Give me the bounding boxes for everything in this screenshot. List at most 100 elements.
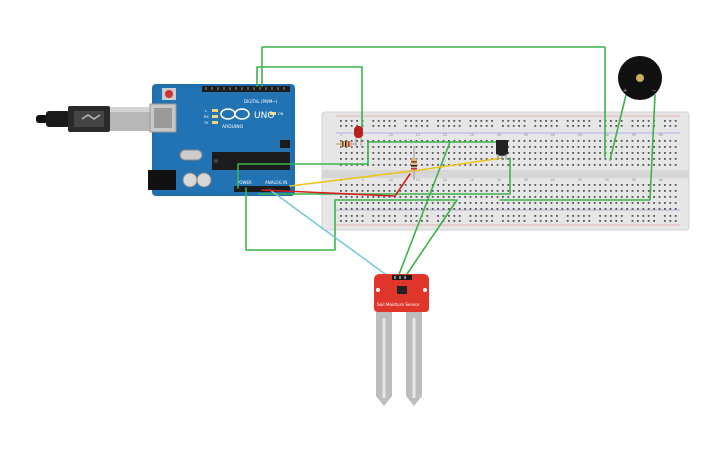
breadboard-hole[interactable] [577, 208, 580, 210]
breadboard-hole[interactable] [512, 190, 515, 192]
breadboard-hole[interactable] [642, 140, 645, 142]
breadboard-hole[interactable] [458, 120, 461, 122]
breadboard-hole[interactable] [593, 196, 596, 198]
breadboard-hole[interactable] [464, 184, 466, 186]
breadboard-hole[interactable] [361, 146, 364, 148]
breadboard-hole[interactable] [599, 164, 601, 166]
breadboard-hole[interactable] [583, 152, 585, 154]
breadboard-hole[interactable] [593, 164, 596, 166]
breadboard-hole[interactable] [593, 152, 596, 154]
breadboard-hole[interactable] [475, 184, 477, 186]
breadboard-hole[interactable] [480, 152, 483, 154]
breadboard-hole[interactable] [421, 125, 423, 127]
breadboard-hole[interactable] [502, 125, 504, 127]
breadboard-hole[interactable] [367, 190, 369, 192]
breadboard-hole[interactable] [507, 158, 510, 160]
breadboard-hole[interactable] [356, 190, 358, 192]
breadboard-hole[interactable] [523, 196, 526, 198]
breadboard-hole[interactable] [658, 190, 661, 192]
breadboard-hole[interactable] [550, 152, 553, 154]
breadboard-hole[interactable] [426, 158, 429, 160]
breadboard-hole[interactable] [507, 140, 510, 142]
breadboard-hole[interactable] [550, 146, 553, 148]
breadboard-hole[interactable] [437, 164, 439, 166]
breadboard-hole[interactable] [399, 164, 402, 166]
breadboard-hole[interactable] [350, 196, 353, 198]
breadboard-hole[interactable] [367, 202, 369, 204]
breadboard-hole[interactable] [410, 140, 412, 142]
breadboard-hole[interactable] [669, 125, 672, 127]
breadboard-hole[interactable] [534, 184, 537, 186]
breadboard-hole[interactable] [610, 152, 612, 154]
breadboard-hole[interactable] [404, 125, 407, 127]
breadboard-hole[interactable] [664, 164, 666, 166]
breadboard-hole[interactable] [383, 215, 385, 217]
breadboard-hole[interactable] [485, 202, 488, 204]
breadboard-hole[interactable] [512, 164, 515, 166]
breadboard-hole[interactable] [388, 152, 391, 154]
breadboard-hole[interactable] [550, 120, 553, 122]
breadboard-hole[interactable] [394, 164, 396, 166]
breadboard-hole[interactable] [491, 140, 493, 142]
breadboard-hole[interactable] [599, 196, 601, 198]
breadboard-hole[interactable] [388, 184, 391, 186]
breadboard-hole[interactable] [572, 208, 574, 210]
breadboard-hole[interactable] [637, 120, 639, 122]
breadboard-hole[interactable] [631, 190, 634, 192]
breadboard-hole[interactable] [356, 146, 358, 148]
breadboard-hole[interactable] [340, 196, 342, 198]
breadboard-hole[interactable] [350, 140, 353, 142]
breadboard-hole[interactable] [394, 140, 396, 142]
breadboard-hole[interactable] [410, 184, 412, 186]
breadboard-hole[interactable] [604, 190, 607, 192]
breadboard-hole[interactable] [448, 158, 450, 160]
breadboard-hole[interactable] [410, 125, 412, 127]
breadboard-hole[interactable] [458, 208, 461, 210]
breadboard-hole[interactable] [561, 190, 564, 192]
breadboard-hole[interactable] [561, 158, 564, 160]
breadboard-hole[interactable] [453, 146, 456, 148]
breadboard-hole[interactable] [485, 164, 488, 166]
breadboard-hole[interactable] [350, 120, 353, 122]
breadboard-hole[interactable] [469, 158, 472, 160]
breadboard-hole[interactable] [453, 152, 456, 154]
breadboard-hole[interactable] [340, 184, 342, 186]
breadboard-hole[interactable] [340, 190, 342, 192]
breadboard-hole[interactable] [529, 208, 531, 210]
breadboard-hole[interactable] [550, 190, 553, 192]
breadboard-hole[interactable] [356, 184, 358, 186]
breadboard-hole[interactable] [518, 158, 520, 160]
breadboard-hole[interactable] [556, 184, 558, 186]
breadboard-hole[interactable] [556, 120, 558, 122]
breadboard-hole[interactable] [421, 158, 423, 160]
breadboard-hole[interactable] [653, 140, 655, 142]
breadboard-hole[interactable] [480, 158, 483, 160]
breadboard-hole[interactable] [588, 220, 591, 222]
breadboard-hole[interactable] [475, 164, 477, 166]
breadboard-hole[interactable] [588, 164, 591, 166]
breadboard-hole[interactable] [491, 190, 493, 192]
breadboard-hole[interactable] [556, 220, 558, 222]
breadboard-hole[interactable] [475, 196, 477, 198]
breadboard-hole[interactable] [361, 164, 364, 166]
breadboard-hole[interactable] [610, 215, 612, 217]
breadboard-hole[interactable] [556, 190, 558, 192]
breadboard-hole[interactable] [664, 208, 666, 210]
breadboard-hole[interactable] [664, 220, 666, 222]
breadboard-hole[interactable] [620, 164, 623, 166]
breadboard-hole[interactable] [485, 158, 488, 160]
breadboard-hole[interactable] [431, 158, 434, 160]
breadboard-hole[interactable] [577, 202, 580, 204]
breadboard-hole[interactable] [502, 158, 504, 160]
breadboard-hole[interactable] [545, 146, 547, 148]
breadboard-hole[interactable] [475, 220, 477, 222]
breadboard-hole[interactable] [388, 220, 391, 222]
breadboard-hole[interactable] [372, 196, 375, 198]
breadboard-hole[interactable] [539, 196, 542, 198]
breadboard-hole[interactable] [394, 120, 396, 122]
breadboard-hole[interactable] [669, 184, 672, 186]
breadboard-hole[interactable] [593, 202, 596, 204]
breadboard-hole[interactable] [550, 215, 553, 217]
breadboard-hole[interactable] [566, 125, 569, 127]
breadboard-hole[interactable] [372, 125, 375, 127]
